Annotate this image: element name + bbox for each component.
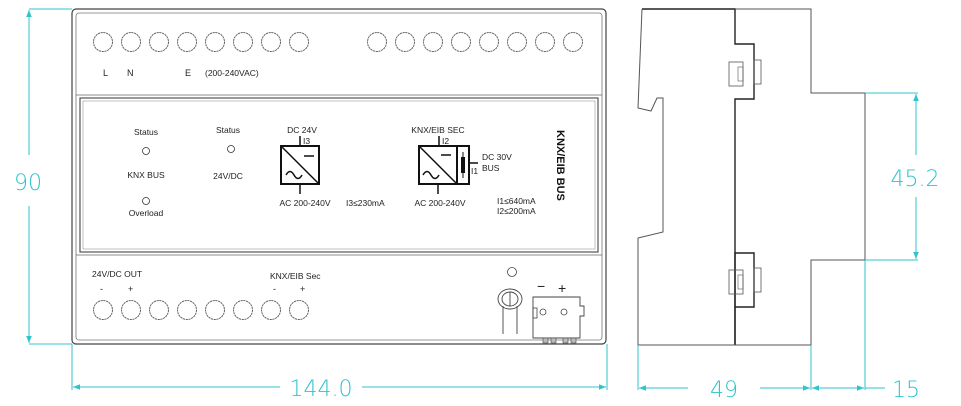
dimension-front-height	[865, 92, 919, 261]
terminal-screw-icon[interactable]	[507, 32, 527, 52]
led-overload-icon	[142, 197, 150, 205]
terminal-screw-icon[interactable]	[93, 300, 113, 320]
24v-dc-label: 24V/DC	[213, 171, 243, 181]
terminal-screw-icon[interactable]	[289, 32, 309, 52]
sec-minus-label: -	[273, 284, 276, 294]
label-panel	[79, 97, 599, 253]
terminal-screw-icon[interactable]	[149, 300, 169, 320]
terminal-screw-icon[interactable]	[149, 32, 169, 52]
led-24v-icon	[227, 145, 235, 153]
knx-sec-label: KNX/EIB Sec	[270, 271, 321, 281]
psu-24v-symbol-icon: DC 24V I3 AC 200-240V	[279, 125, 330, 208]
terminal-screw-icon[interactable]	[233, 300, 253, 320]
housing-inner-outline	[75, 12, 603, 341]
terminal-screw-icon[interactable]	[261, 300, 281, 320]
vertical-title: KNX/EIB BUS	[554, 130, 566, 201]
top-terminal-row-right	[367, 32, 583, 52]
24v-out-label: 24V/DC OUT	[92, 269, 142, 279]
psu2-dc-label: DC 30V	[482, 152, 512, 162]
sec-plus-label: +	[300, 284, 305, 294]
dimension-width-label: 144.0	[290, 377, 353, 402]
terminal-screw-icon[interactable]	[451, 32, 471, 52]
psu2-limit2-label: I2≤200mA	[497, 206, 536, 216]
bottom-terminal-row	[93, 300, 309, 320]
terminal-screw-icon[interactable]	[93, 32, 113, 52]
overload-label: Overload	[129, 208, 164, 218]
psu1-limit-label: I3≤230mA	[346, 198, 385, 208]
terminal-screw-icon[interactable]	[121, 32, 141, 52]
psu2-current-top-label: I2	[442, 136, 449, 146]
knx-bus-label: KNX BUS	[127, 170, 165, 180]
terminal-screw-icon[interactable]	[423, 32, 443, 52]
terminal-screw-icon[interactable]	[367, 32, 387, 52]
terminal-screw-icon[interactable]	[205, 32, 225, 52]
terminal-screw-icon[interactable]	[177, 32, 197, 52]
terminal-label-voltage: (200-240VAC)	[205, 68, 259, 78]
psu-knx-symbol-icon: KNX/EIB SEC I2 I1 DC 30V BUS AC 200-240V	[411, 125, 512, 208]
terminal-label-e: E	[185, 68, 191, 78]
dimension-front-height-label: 45.2	[891, 167, 940, 192]
terminal-screw-icon[interactable]	[395, 32, 415, 52]
terminal-screw-icon[interactable]	[205, 300, 225, 320]
status-knx-label: Status	[134, 127, 158, 137]
bus-connector-icon[interactable]: − +	[532, 278, 585, 344]
psu2-output-label: KNX/EIB SEC	[411, 125, 464, 135]
bus-plus-label: +	[558, 280, 566, 296]
psu1-output-label: DC 24V	[287, 125, 317, 135]
bus-minus-label: −	[537, 278, 545, 294]
terminal-screw-icon[interactable]	[233, 32, 253, 52]
psu2-current-side-label: I1	[471, 166, 478, 176]
out-minus-label: -	[100, 284, 103, 294]
dimension-depth-label: 49	[710, 378, 738, 403]
psu2-bus-label: BUS	[482, 163, 500, 173]
terminal-screw-icon[interactable]	[289, 300, 309, 320]
out-plus-label: +	[128, 284, 133, 294]
terminal-screw-icon[interactable]	[563, 32, 583, 52]
dimension-depth	[637, 260, 885, 391]
dimension-height-label: 90	[14, 171, 42, 196]
dimension-height	[26, 8, 72, 345]
psu1-current-label: I3	[303, 136, 310, 146]
dimension-front-depth-label: 15	[892, 378, 920, 403]
side-view	[637, 8, 866, 346]
led-knx-bus-icon	[142, 147, 150, 155]
dimension-width	[71, 344, 608, 390]
front-view: L N E (200-240VAC) Status KNX BUS Overlo…	[71, 8, 607, 345]
housing-outline	[71, 8, 607, 345]
psu2-input-label: AC 200-240V	[414, 198, 465, 208]
terminal-screw-icon[interactable]	[261, 32, 281, 52]
terminal-screw-icon[interactable]	[479, 32, 499, 52]
terminal-label-n: N	[127, 68, 134, 78]
psu1-input-label: AC 200-240V	[279, 198, 330, 208]
terminal-screw-icon[interactable]	[177, 300, 197, 320]
programming-led-icon	[507, 267, 517, 277]
terminal-screw-icon[interactable]	[535, 32, 555, 52]
terminal-label-l: L	[103, 68, 108, 78]
top-terminal-row-left	[93, 32, 309, 52]
status-24v-label: Status	[216, 125, 240, 135]
psu2-limit1-label: I1≤640mA	[497, 196, 536, 206]
terminal-screw-icon[interactable]	[121, 300, 141, 320]
programming-button-icon[interactable]	[497, 288, 523, 334]
